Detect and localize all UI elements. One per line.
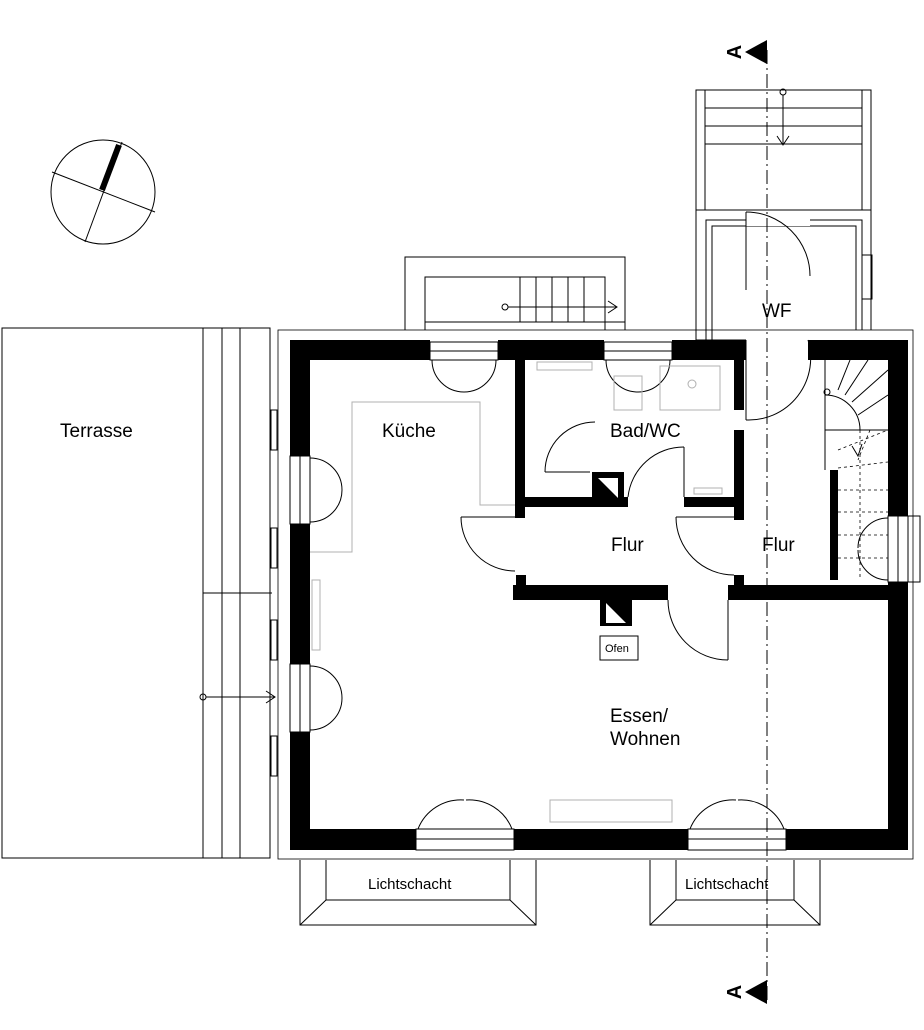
ofen-box (599, 635, 639, 661)
door-flur-essen (667, 599, 729, 661)
exterior-stair-top (404, 256, 626, 330)
section-label-top: A (724, 45, 746, 59)
interior-stair (823, 359, 889, 580)
window-bottom-left (415, 799, 515, 851)
label-bad-wc: Bad/WC (610, 421, 681, 442)
label-lichtschacht-right: Lichtschacht (685, 876, 769, 893)
label-wohnen: Wohnen (610, 729, 680, 750)
section-marker-icon (745, 40, 767, 64)
window-top-mid (603, 341, 673, 393)
window-right-stair (857, 515, 921, 583)
window-left-kueche (289, 455, 343, 525)
section-line (745, 40, 768, 1004)
plinth-outline (277, 329, 914, 860)
chimney-ofen (600, 600, 632, 626)
door-left-terrasse (289, 663, 343, 733)
label-flur-left: Flur (611, 535, 644, 556)
label-wf: WF (762, 301, 792, 322)
door-bad (544, 421, 685, 498)
wf-annex (695, 88, 873, 421)
section-label-bottom: A (724, 985, 746, 999)
radiator (549, 799, 673, 823)
door-kueche-flur (460, 516, 516, 572)
label-ofen: Ofen (605, 643, 629, 655)
lichtschacht-right (649, 860, 821, 926)
label-essen: Essen/ (610, 706, 669, 727)
shutters-left (270, 409, 278, 777)
lichtschacht-left (299, 860, 537, 926)
interior-walls (513, 358, 888, 600)
window-top-left (429, 341, 499, 393)
label-kueche: Küche (382, 421, 436, 442)
window-bottom-right (687, 799, 787, 851)
label-lichtschacht-left: Lichtschacht (368, 876, 452, 893)
door-flur-right (675, 516, 735, 576)
terrasse (1, 327, 276, 859)
exterior-walls (290, 340, 908, 850)
label-terrasse: Terrasse (60, 421, 133, 442)
chimney-bad (592, 472, 624, 500)
label-flur-right: Flur (762, 535, 795, 556)
kitchen-counter (310, 401, 515, 651)
section-marker-icon (745, 980, 767, 1004)
north-arrow-icon (50, 139, 156, 245)
bath-fixtures (536, 361, 723, 495)
